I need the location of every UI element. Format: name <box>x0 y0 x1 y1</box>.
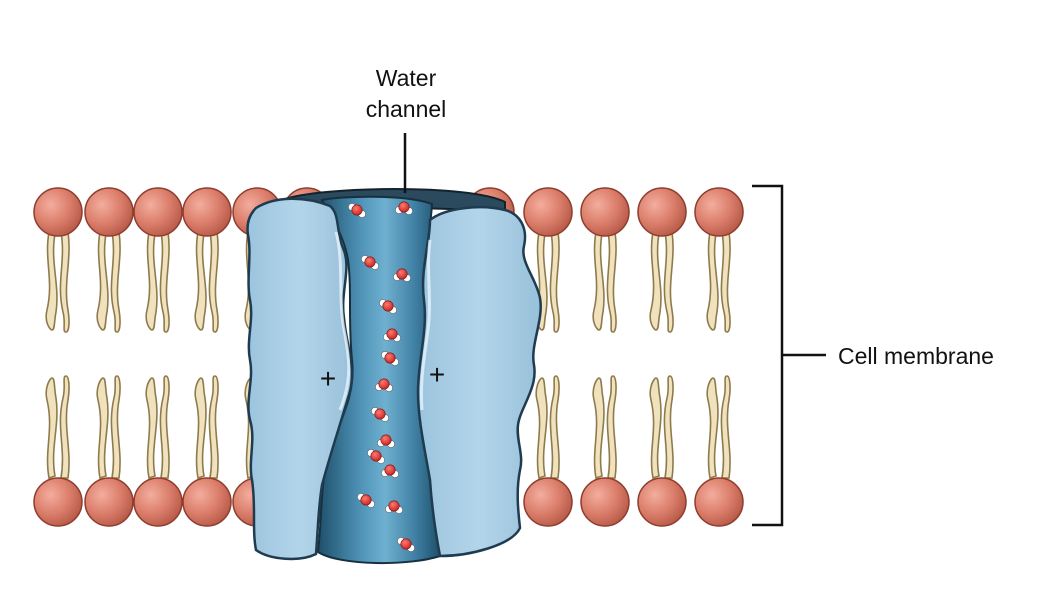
water-channel-label-line1: Water <box>376 65 437 91</box>
phospholipid-tail <box>606 231 617 333</box>
water-molecules <box>348 201 415 552</box>
phospholipid-tail <box>159 375 170 479</box>
phospholipid-head <box>694 187 744 237</box>
phospholipid-tail <box>606 375 617 479</box>
phospholipid-tail <box>535 377 548 480</box>
channel-right-subunit <box>416 206 542 558</box>
phospholipid-head <box>182 187 232 237</box>
phospholipid-tail <box>208 375 219 479</box>
cell-membrane-bracket <box>752 184 826 527</box>
phospholipid-tail <box>649 230 662 331</box>
water-molecule <box>381 464 399 478</box>
phospholipid-tail <box>159 231 170 333</box>
water-molecule <box>395 201 413 215</box>
channel-left-highlight <box>334 231 351 411</box>
cell-membrane-label: Cell membrane <box>838 343 994 369</box>
phospholipid-tail <box>59 375 70 479</box>
phospholipid-head <box>133 187 183 237</box>
water-molecule <box>385 500 403 514</box>
phospholipid-head <box>523 477 573 527</box>
phospholipid-tail <box>706 230 719 331</box>
phospholipid-tail <box>96 230 109 331</box>
water-molecule <box>361 255 379 270</box>
phospholipid-tail <box>720 231 731 333</box>
water-molecule <box>397 537 415 552</box>
phospholipid-head <box>84 187 134 237</box>
water-molecule <box>371 407 389 422</box>
phospholipid-tail <box>45 230 58 331</box>
phospholipid-head <box>33 477 83 527</box>
water-molecule <box>381 351 399 366</box>
phospholipid-head <box>580 477 630 527</box>
phospholipid-tail <box>720 375 731 479</box>
water-channel-label-line2: channel <box>366 96 447 122</box>
phospholipid-tail <box>59 231 70 333</box>
phospholipid-head <box>133 477 183 527</box>
phospholipid-tail <box>549 375 560 479</box>
phospholipid-head <box>182 477 232 527</box>
phospholipid-tail <box>663 231 674 333</box>
phospholipid-bilayer <box>33 187 744 527</box>
phospholipid-tail <box>194 377 207 480</box>
phospholipid-head <box>523 187 573 237</box>
water-molecule <box>357 493 375 508</box>
channel-right-highlight <box>419 239 432 411</box>
phospholipid-tail <box>110 375 121 479</box>
phospholipid-tail <box>208 231 219 333</box>
phospholipid-head <box>637 477 687 527</box>
phospholipid-head <box>84 477 134 527</box>
water-molecule <box>367 449 385 464</box>
phospholipid-tail <box>96 377 109 480</box>
water-molecule <box>377 434 395 448</box>
phospholipid-tail <box>706 377 719 480</box>
water-molecule <box>383 328 401 342</box>
phospholipid-tail <box>592 377 605 480</box>
phospholipid-tail <box>649 377 662 480</box>
charge-plus-right: + <box>429 359 445 390</box>
aquaporin-channel-protein <box>246 188 542 565</box>
charge-plus-left: + <box>320 363 336 394</box>
water-molecule <box>348 203 366 218</box>
phospholipid-tail <box>592 230 605 331</box>
phospholipid-tail <box>663 375 674 479</box>
phospholipid-head <box>694 477 744 527</box>
phospholipid-tail <box>45 377 58 480</box>
water-molecule <box>393 268 411 282</box>
water-molecule <box>375 378 393 392</box>
water-molecule <box>379 299 397 314</box>
phospholipid-head <box>33 187 83 237</box>
phospholipid-head <box>637 187 687 237</box>
phospholipid-tail <box>145 377 158 480</box>
phospholipid-tail <box>549 231 560 333</box>
phospholipid-tail <box>194 230 207 331</box>
channel-left-subunit <box>246 197 354 561</box>
phospholipid-tail <box>145 230 158 331</box>
phospholipid-head <box>580 187 630 237</box>
phospholipid-tail <box>110 231 121 333</box>
